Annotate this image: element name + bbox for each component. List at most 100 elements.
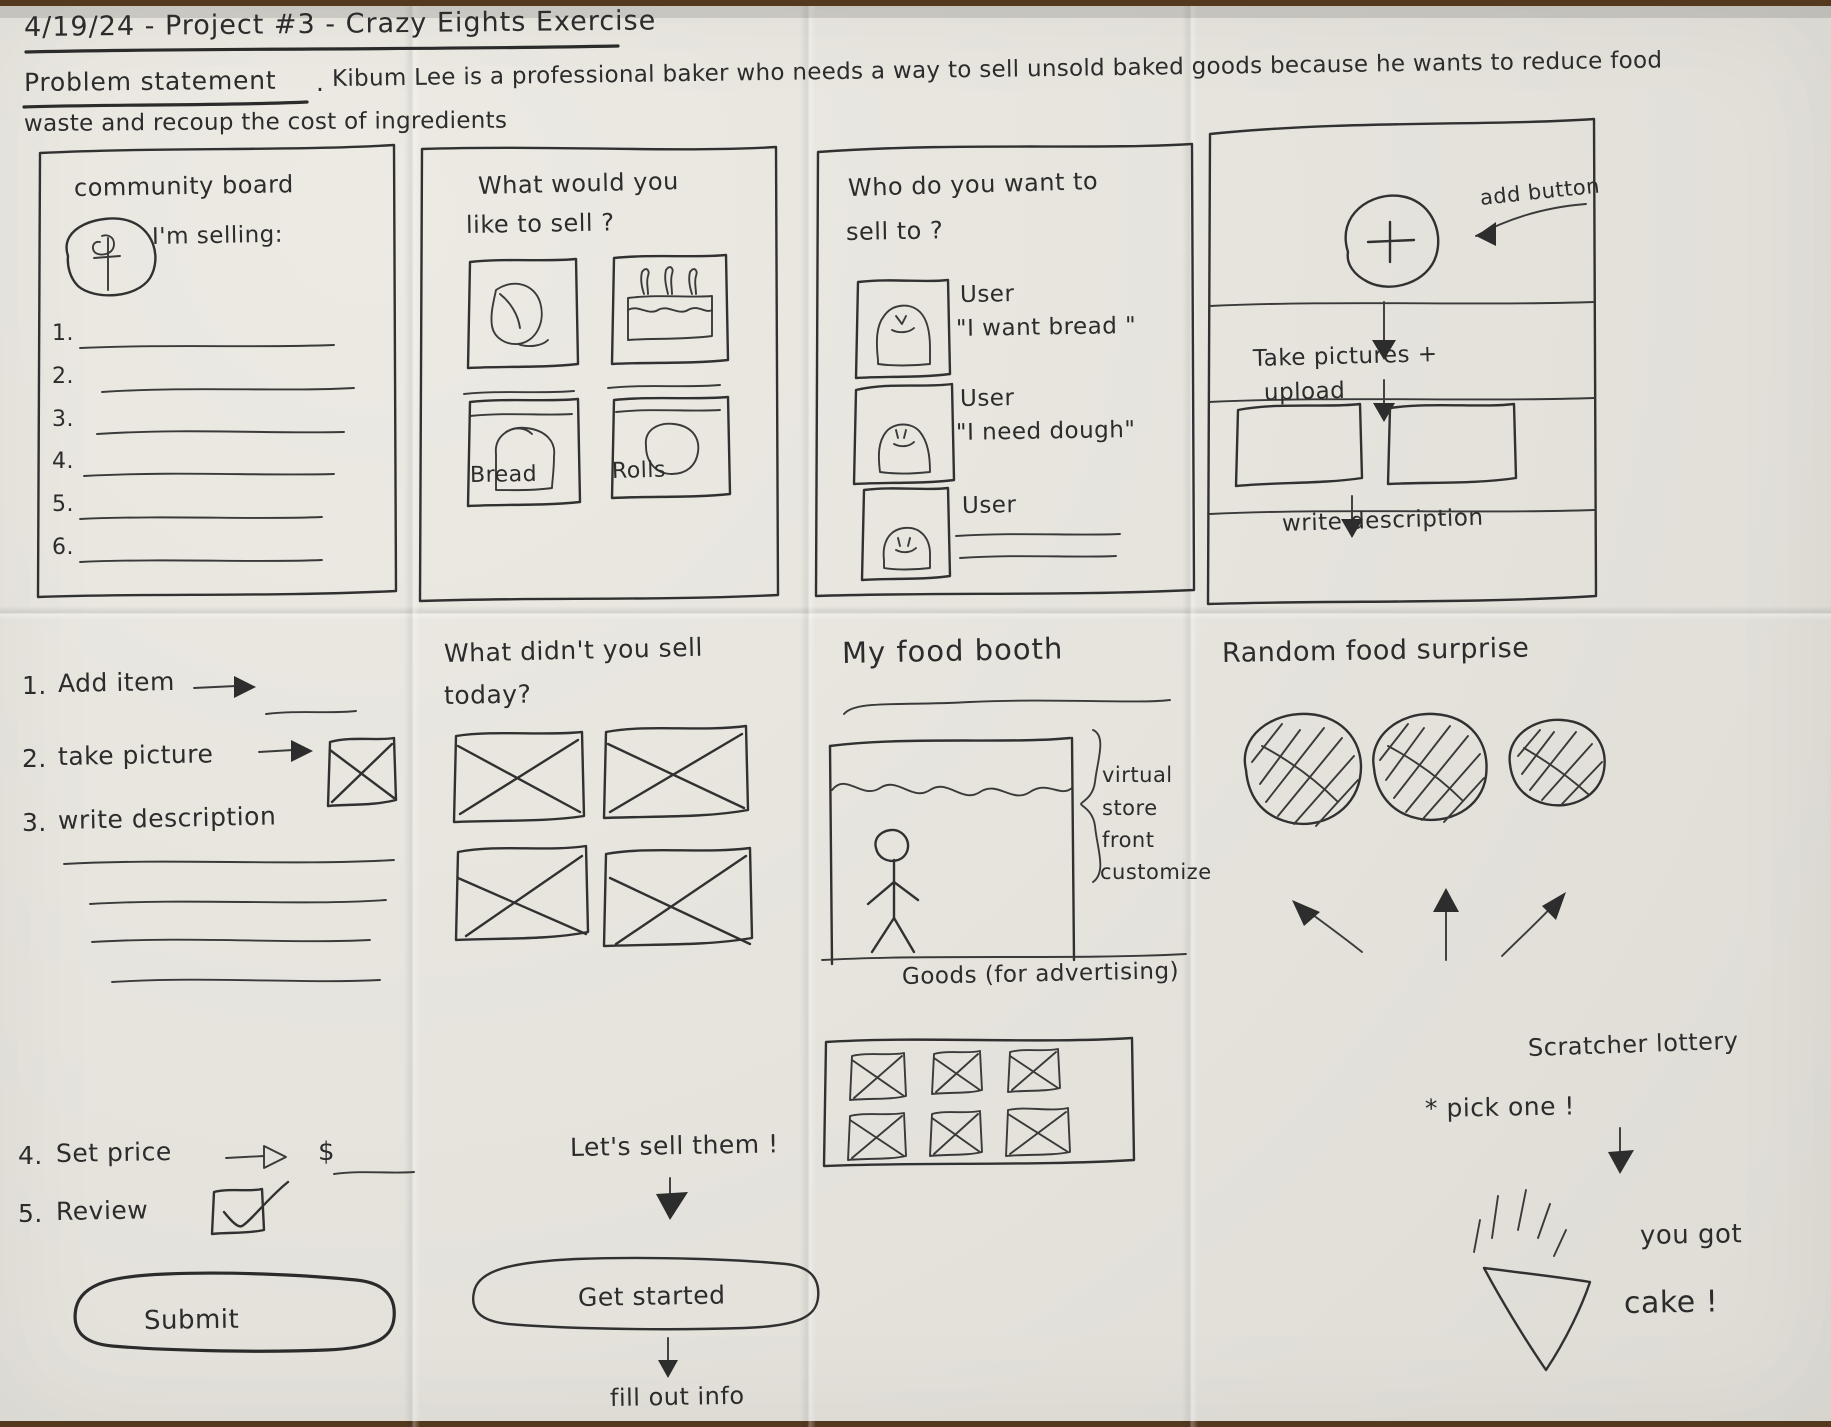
- step-arrow-2: [258, 740, 313, 762]
- cake-slice-icon: [1473, 1189, 1592, 1372]
- awning-booth-icon: [828, 736, 1076, 966]
- user-avatar-tile[interactable]: [852, 276, 992, 406]
- sell-cta-text: Let's sell them !: [569, 1129, 779, 1162]
- picture-placeholder-icon: [326, 736, 398, 808]
- submit-button-label: Submit: [143, 1304, 240, 1336]
- problem-label-underline: [22, 100, 309, 109]
- step-label-review: Review: [55, 1195, 149, 1226]
- list-item-number: 1.: [52, 321, 74, 346]
- add-button[interactable]: [1196, 156, 1616, 356]
- product-label-bread: Bread: [469, 461, 538, 488]
- goods-grid-frame: [822, 1036, 1136, 1168]
- product-tile-bread[interactable]: [466, 397, 666, 628]
- scratcher-pointer-arrows: [1292, 888, 1566, 961]
- flow-arrow-down-fill-info: [658, 1337, 678, 1378]
- avatar: [65, 217, 157, 297]
- list-item-number: 4.: [52, 449, 74, 474]
- fill-out-info-text: fill out info: [609, 1381, 745, 1412]
- step-number: 4.: [18, 1141, 43, 1170]
- brace-label: virtual: [1102, 763, 1173, 787]
- photo-slot[interactable]: [1382, 398, 1802, 538]
- panel-6-title-line2: today?: [443, 679, 532, 710]
- scratcher-circle[interactable]: [1232, 706, 1392, 856]
- goods-divider: [821, 953, 1187, 961]
- scratcher-circle[interactable]: [1362, 706, 1522, 856]
- step-arrow-1: [193, 676, 357, 715]
- panel-3-title-line2: sell to ?: [845, 216, 944, 246]
- user-name: User: [959, 281, 1015, 308]
- step-label-take-picture: take picture: [57, 739, 214, 771]
- upload-step-line1: Take pictures +: [1252, 341, 1438, 372]
- user-avatar-tile[interactable]: [860, 484, 1000, 604]
- result-line1: you got: [1639, 1219, 1743, 1251]
- goods-tile[interactable]: [846, 1108, 966, 1188]
- get-started-button[interactable]: [456, 1248, 876, 1358]
- user-quote: "I need dough": [955, 416, 1136, 446]
- panel-2-frame: [418, 145, 780, 603]
- problem-statement-line2: waste and recoup the cost of ingredients: [23, 107, 508, 137]
- product-tile-cake[interactable]: [607, 253, 808, 514]
- step-number: 2.: [22, 744, 47, 773]
- panel-4-frame: [1206, 117, 1598, 606]
- list-item-number: 6.: [52, 535, 74, 560]
- unsold-item-tile[interactable]: [450, 728, 810, 958]
- brace-label: customize: [1100, 860, 1212, 884]
- user-avatar-tile[interactable]: [852, 380, 992, 510]
- list-item-number: 3.: [52, 407, 74, 432]
- photo-slot[interactable]: [1230, 396, 1650, 536]
- brace-label: store: [1102, 796, 1158, 820]
- panel-6-title-line1: What didn't you sell: [443, 632, 704, 668]
- panel-2-title-line1: What would you: [477, 167, 680, 200]
- user-blank-lines: [955, 533, 1121, 559]
- step-label-write-description: write description: [57, 801, 277, 835]
- product-label-rolls: Rolls: [611, 457, 667, 484]
- panel-8-title: Random food surprise: [1221, 632, 1530, 669]
- result-line2: cake !: [1623, 1284, 1719, 1321]
- goods-tile[interactable]: [930, 1046, 1050, 1126]
- goods-tile[interactable]: [1004, 1102, 1134, 1182]
- price-symbol: $: [318, 1137, 336, 1167]
- scratcher-circle[interactable]: [1500, 712, 1650, 852]
- brace-icon: [1080, 729, 1102, 883]
- goods-tile[interactable]: [1006, 1044, 1126, 1124]
- step-label-add-item: Add item: [57, 666, 176, 698]
- step-number: 5.: [18, 1199, 43, 1228]
- step-arrow-3: [225, 1145, 415, 1175]
- page-title-underline: [24, 44, 620, 54]
- unsold-item-tile[interactable]: [452, 842, 812, 1072]
- panel-7-title: My food booth: [841, 631, 1064, 670]
- paper-sheet: 4/19/24 - Project #3 - Crazy Eights Exer…: [0, 5, 1831, 1427]
- panel-1-frame: [36, 143, 398, 599]
- step-number: 3.: [22, 808, 47, 837]
- flow-arrow-down-1: [1372, 301, 1396, 360]
- panel-2-title-line2: like to sell ?: [465, 208, 615, 239]
- panel-1-blank-lines: [79, 344, 355, 563]
- flow-arrow-down-result: [1608, 1127, 1634, 1174]
- scratcher-lottery-label: Scratcher lottery: [1527, 1026, 1739, 1062]
- problem-statement-separator: .: [316, 68, 325, 97]
- product-tile-rolls[interactable]: [608, 394, 808, 624]
- submit-button[interactable]: [56, 1264, 456, 1384]
- description-blank-lines: [63, 859, 395, 983]
- step-number: 1.: [22, 671, 47, 700]
- panel-1-subtitle: I'm selling:: [151, 221, 284, 250]
- user-quote: "I want bread ": [955, 312, 1137, 342]
- brace-label: front: [1102, 828, 1155, 852]
- product-tile-croissant[interactable]: [463, 256, 666, 516]
- stick-figure-icon: [866, 828, 920, 954]
- get-started-button-label: Get started: [577, 1280, 726, 1312]
- step-label-set-price: Set price: [55, 1136, 172, 1168]
- panel-3-frame: [814, 142, 1196, 598]
- review-checkbox-icon[interactable]: [206, 1178, 406, 1278]
- goods-tile[interactable]: [928, 1106, 1048, 1186]
- list-item-number: 2.: [52, 364, 74, 389]
- add-button-callout-arrow: [1475, 203, 1587, 246]
- user-name: User: [959, 385, 1015, 412]
- flow-arrow-down-3: [1341, 495, 1363, 538]
- unsold-item-tile[interactable]: [600, 722, 960, 952]
- unsold-item-tile[interactable]: [600, 844, 960, 1084]
- list-item-number: 5.: [52, 492, 74, 517]
- goods-tile[interactable]: [848, 1048, 968, 1128]
- pick-one-label: * pick one !: [1424, 1091, 1576, 1123]
- flow-arrow-down-get-started: [656, 1177, 688, 1220]
